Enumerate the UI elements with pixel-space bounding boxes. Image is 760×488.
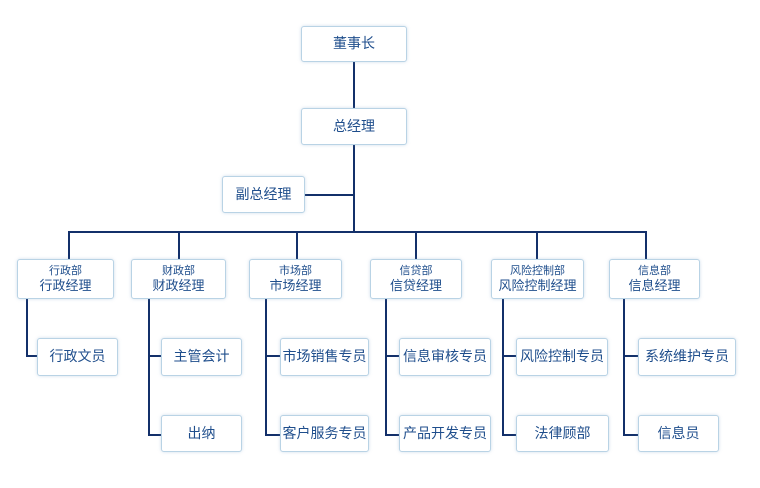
connector-staff-market-2 xyxy=(265,434,280,436)
staff-label: 信息审核专员 xyxy=(403,349,487,365)
node-staff: 产品开发专员 xyxy=(399,415,491,452)
connector-col-credit xyxy=(385,299,387,436)
connector-staff-market-1 xyxy=(265,355,280,357)
node-general-manager: 总经理 xyxy=(301,108,407,145)
node-chairman: 董事长 xyxy=(301,26,407,62)
connector-col-info xyxy=(623,299,625,436)
connector-col-finance xyxy=(148,299,150,436)
dept-manager: 财政经理 xyxy=(152,278,205,294)
dept-name: 信息部 xyxy=(638,263,671,277)
connector-staff-credit-1 xyxy=(385,355,399,357)
staff-label: 出纳 xyxy=(187,425,216,442)
staff-label: 法律顾部 xyxy=(534,425,591,442)
connector-staff-credit-2 xyxy=(385,434,399,436)
connector-deputy xyxy=(305,194,355,196)
node-staff: 客户服务专员 xyxy=(280,415,369,452)
connector-gm-bus xyxy=(353,145,355,233)
staff-label: 风险控制专员 xyxy=(520,349,604,365)
staff-label: 产品开发专员 xyxy=(403,425,487,442)
dept-manager: 行政经理 xyxy=(39,278,92,294)
staff-label: 主管会计 xyxy=(173,349,230,365)
connector-staff-risk-2 xyxy=(502,434,516,436)
dept-name: 财政部 xyxy=(162,263,195,277)
node-staff: 信息审核专员 xyxy=(399,338,491,376)
connector-staff-risk-1 xyxy=(502,355,516,357)
node-dept-info: 信息部 信息经理 xyxy=(609,259,700,299)
dept-manager: 风险控制经理 xyxy=(498,278,577,294)
staff-label: 市场销售专员 xyxy=(282,349,367,365)
node-dept-credit: 信贷部 信贷经理 xyxy=(370,259,462,299)
node-dept-market: 市场部 市场经理 xyxy=(249,259,342,299)
staff-label: 信息员 xyxy=(657,425,700,442)
connector-staff-admin-1 xyxy=(26,355,37,357)
node-staff: 系统维护专员 xyxy=(638,338,736,376)
node-staff: 行政文员 xyxy=(37,338,118,376)
connector-staff-finance-1 xyxy=(148,355,161,357)
node-general-manager-label: 总经理 xyxy=(333,118,375,135)
node-staff: 法律顾部 xyxy=(516,415,609,452)
staff-label: 系统维护专员 xyxy=(645,349,729,365)
connector-chairman-gm xyxy=(353,62,355,108)
dept-name: 信贷部 xyxy=(399,263,433,277)
connector-drop-market xyxy=(296,231,298,261)
connector-staff-info-1 xyxy=(623,355,638,357)
connector-col-market xyxy=(265,299,267,436)
connector-drop-credit xyxy=(415,231,417,261)
connector-col-risk xyxy=(502,299,504,436)
dept-name: 市场部 xyxy=(279,263,312,277)
node-staff: 风险控制专员 xyxy=(516,338,608,376)
connector-dept-bus xyxy=(68,231,647,233)
node-staff: 主管会计 xyxy=(161,338,242,376)
node-deputy-gm-label: 副总经理 xyxy=(235,186,292,203)
node-dept-risk: 风险控制部 风险控制经理 xyxy=(491,259,584,299)
dept-manager: 信息经理 xyxy=(628,278,681,294)
dept-manager: 信贷经理 xyxy=(389,278,442,294)
connector-drop-info xyxy=(645,231,647,261)
node-staff: 出纳 xyxy=(161,415,242,452)
node-deputy-gm: 副总经理 xyxy=(222,176,305,213)
connector-drop-risk xyxy=(536,231,538,261)
dept-name: 行政部 xyxy=(49,263,82,277)
node-chairman-label: 董事长 xyxy=(333,36,375,52)
node-dept-admin: 行政部 行政经理 xyxy=(17,259,114,299)
connector-col-admin xyxy=(26,299,28,357)
dept-manager: 市场经理 xyxy=(269,278,322,294)
connector-drop-finance xyxy=(178,231,180,261)
dept-name: 风险控制部 xyxy=(510,263,565,277)
node-dept-finance: 财政部 财政经理 xyxy=(131,259,226,299)
node-staff: 市场销售专员 xyxy=(280,338,369,376)
staff-label: 客户服务专员 xyxy=(282,425,367,442)
connector-drop-admin xyxy=(68,231,70,261)
staff-label: 行政文员 xyxy=(49,349,106,365)
connector-staff-info-2 xyxy=(623,434,638,436)
connector-staff-finance-2 xyxy=(148,434,161,436)
node-staff: 信息员 xyxy=(638,415,719,452)
